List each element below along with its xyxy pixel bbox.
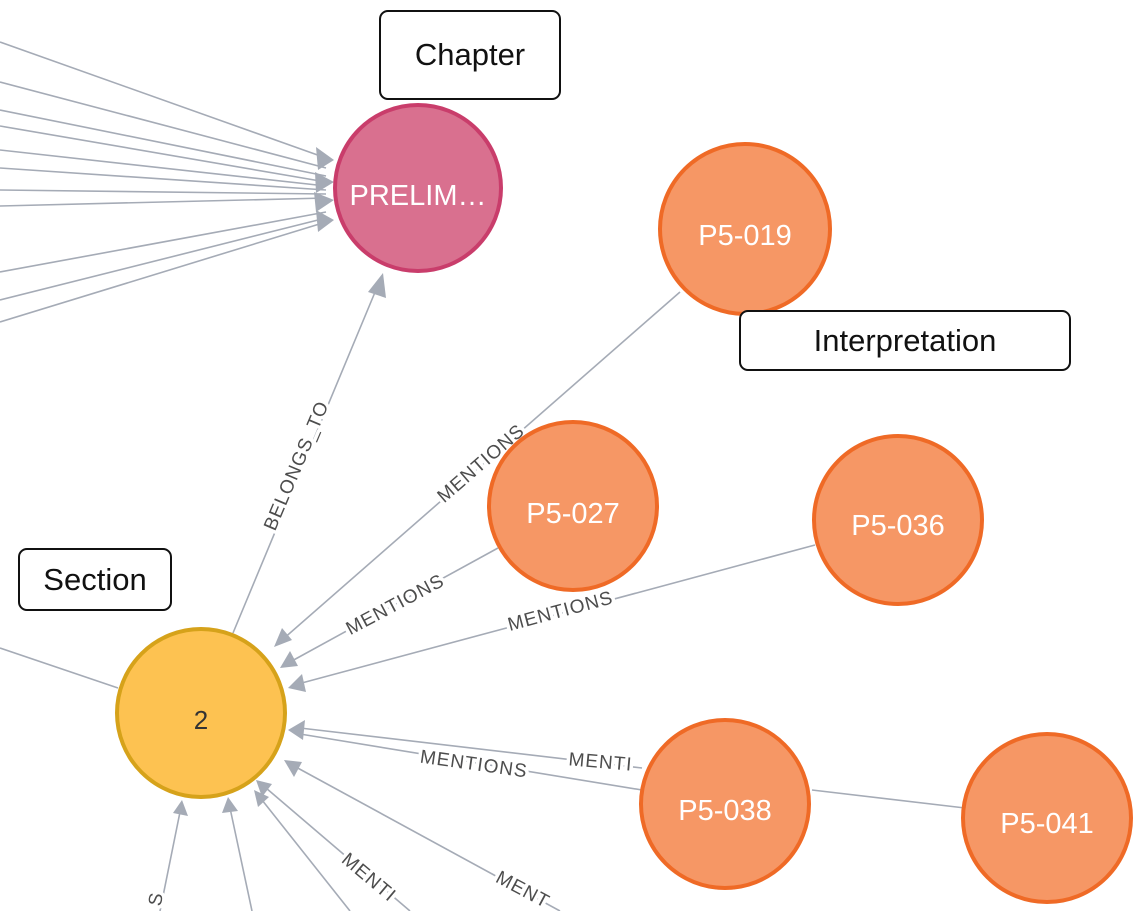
node-chapter-label: PRELIM… xyxy=(350,180,487,212)
node-p5-019[interactable]: P5-019 xyxy=(658,142,832,316)
node-section-label: 2 xyxy=(194,705,208,735)
node-p5-036-label: P5-036 xyxy=(851,510,945,542)
edge-label-mentions-038a: MENTIONS xyxy=(419,747,529,783)
edge-belongs-to: BELONGS_TO xyxy=(232,273,386,634)
node-p5-027[interactable]: P5-027 xyxy=(487,420,659,592)
edge-label-mentions-b3: S xyxy=(145,890,168,907)
node-p5-041-label: P5-041 xyxy=(1000,808,1094,840)
node-p5-019-label: P5-019 xyxy=(698,220,792,252)
edge-label-mentions-038b: MENTI xyxy=(568,749,634,776)
edge-041-038 xyxy=(811,789,966,809)
callout-section: Section xyxy=(18,548,172,611)
edge-mentions-038: MENTIONS MENTI xyxy=(288,720,643,791)
node-p5-041[interactable]: P5-041 xyxy=(961,732,1133,904)
edge-label-mentions-b1: MENTI xyxy=(337,849,400,906)
edge-label-mentions-027: MENTIONS xyxy=(343,570,448,639)
node-chapter[interactable]: PRELIM… xyxy=(333,103,503,273)
edge-left-section xyxy=(0,647,119,689)
edge-mentions-027: MENTIONS xyxy=(280,547,499,668)
chapter-incoming-edges xyxy=(0,41,334,323)
node-p5-027-label: P5-027 xyxy=(526,498,620,530)
node-p5-038-label: P5-038 xyxy=(678,795,772,827)
callout-interpretation: Interpretation xyxy=(739,310,1071,371)
edge-label-mentions-036: MENTIONS xyxy=(506,588,616,636)
node-p5-036[interactable]: P5-036 xyxy=(812,434,984,606)
edge-label-mentions-b2: MENT xyxy=(492,867,553,911)
node-section[interactable]: 2 xyxy=(115,627,287,799)
node-p5-038[interactable]: P5-038 xyxy=(639,718,811,890)
callout-chapter: Chapter xyxy=(379,10,561,100)
edge-label-belongs-to: BELONGS_TO xyxy=(260,398,333,534)
